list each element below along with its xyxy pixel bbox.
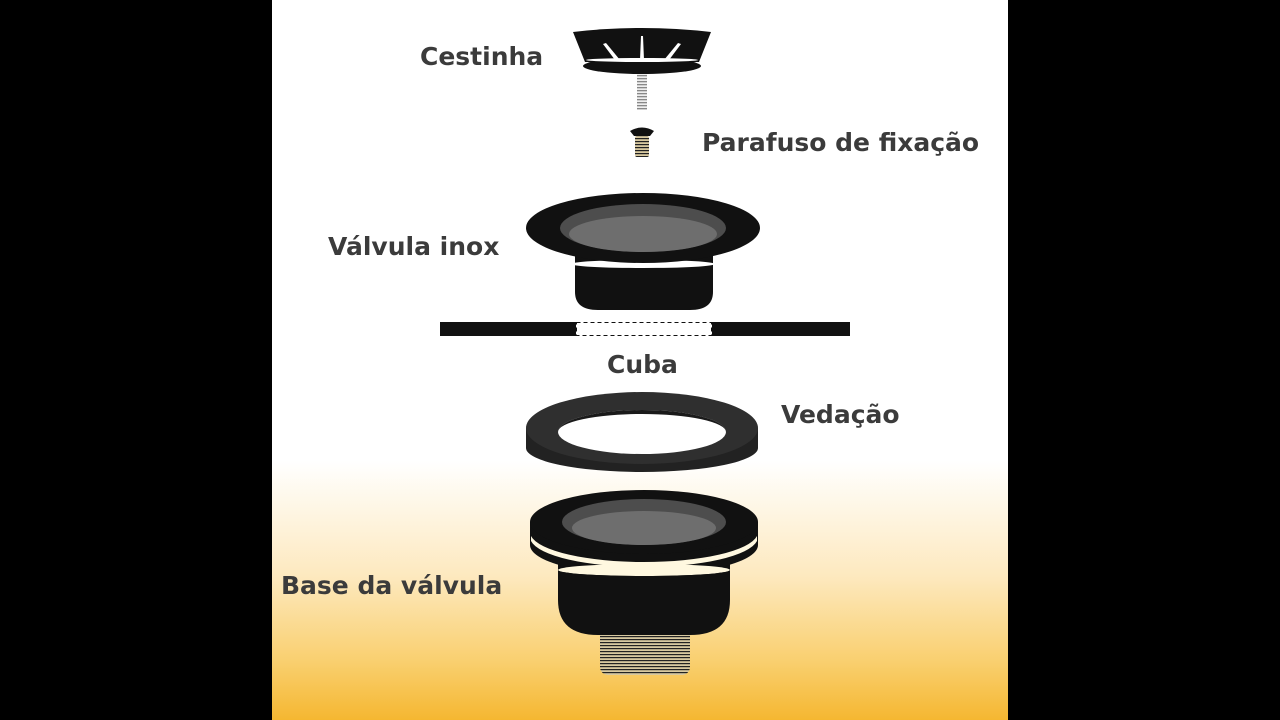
base-da-valvula [530,490,758,675]
label-cestinha: Cestinha [420,42,543,71]
label-vedacao: Vedação [781,400,900,429]
fixing-screw [630,127,654,157]
label-cuba: Cuba [607,350,678,379]
valvula-inox [526,193,760,310]
label-parafuso: Parafuso de fixação [702,128,979,157]
label-valvula-inox: Válvula inox [328,232,499,261]
cestinha-strainer [573,28,711,110]
cuba-sink-section [440,322,850,336]
vedacao-gasket [526,392,758,472]
label-base: Base da válvula [281,571,502,600]
